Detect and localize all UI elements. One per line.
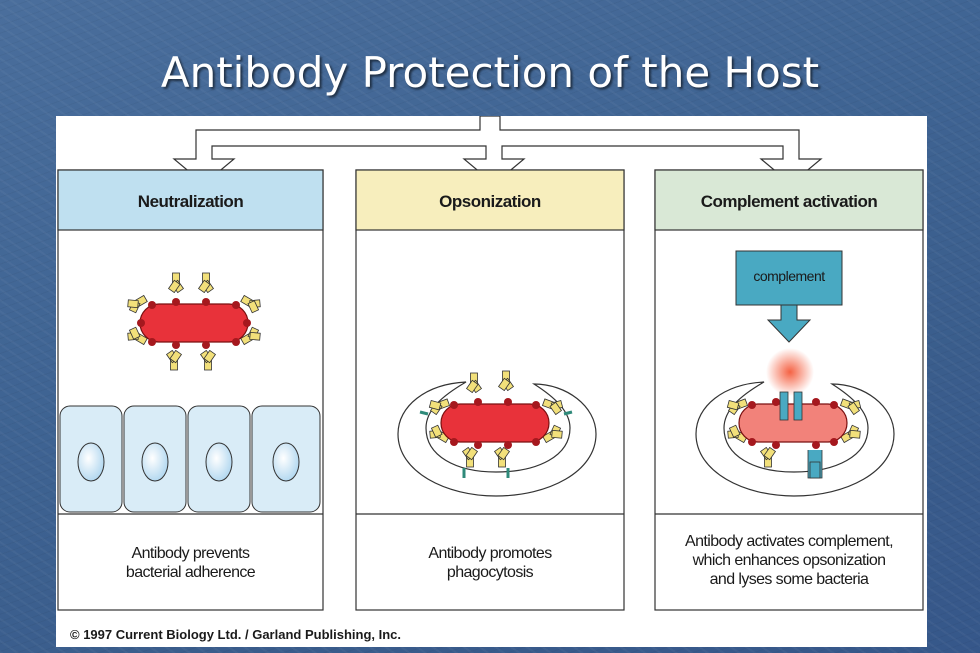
caption-line: and lyses some bacteria [709,571,869,588]
opsonization-panel [355,169,625,611]
complement-arrow [766,304,812,343]
complement-caption: Antibody activates complement, which enh… [655,532,923,589]
lysis-glow [766,348,814,396]
opsonization-label: Opsonization [439,192,541,211]
figure-drawing [57,116,924,611]
neutralization-panel [57,169,324,611]
copyright-notice: © 1997 Current Biology Ltd. / Garland Pu… [70,627,402,642]
opsonization-caption: Antibody promotes phagocytosis [356,544,624,582]
caption-line: Antibody promotes [428,545,552,562]
caption-line: phagocytosis [446,564,534,581]
caption-line: Antibody prevents [131,545,250,562]
complement-box-label: complement [753,268,825,284]
caption-line: Antibody activates complement, [685,533,894,550]
phagocyte-complement [695,381,895,497]
complement-panel [654,169,924,611]
slide-title: Antibody Protection of the Host [160,48,820,97]
complement-box [735,250,843,306]
caption-line: bacterial adherence [125,564,256,581]
bacterium-neutralization [124,272,264,371]
neutralization-label: Neutralization [137,192,244,211]
bacterium-complement [724,391,864,479]
complement-activation-label: Complement activation [700,192,878,211]
phagocyte [397,381,597,497]
figure-panel: Neutralization Opsonization Complement a… [56,116,927,647]
bacterium-opsonization [419,370,573,478]
neutralization-caption: Antibody prevents bacterial adherence [58,544,323,582]
epithelial-cells [59,405,321,513]
caption-line: which enhances opsonization [692,552,886,569]
